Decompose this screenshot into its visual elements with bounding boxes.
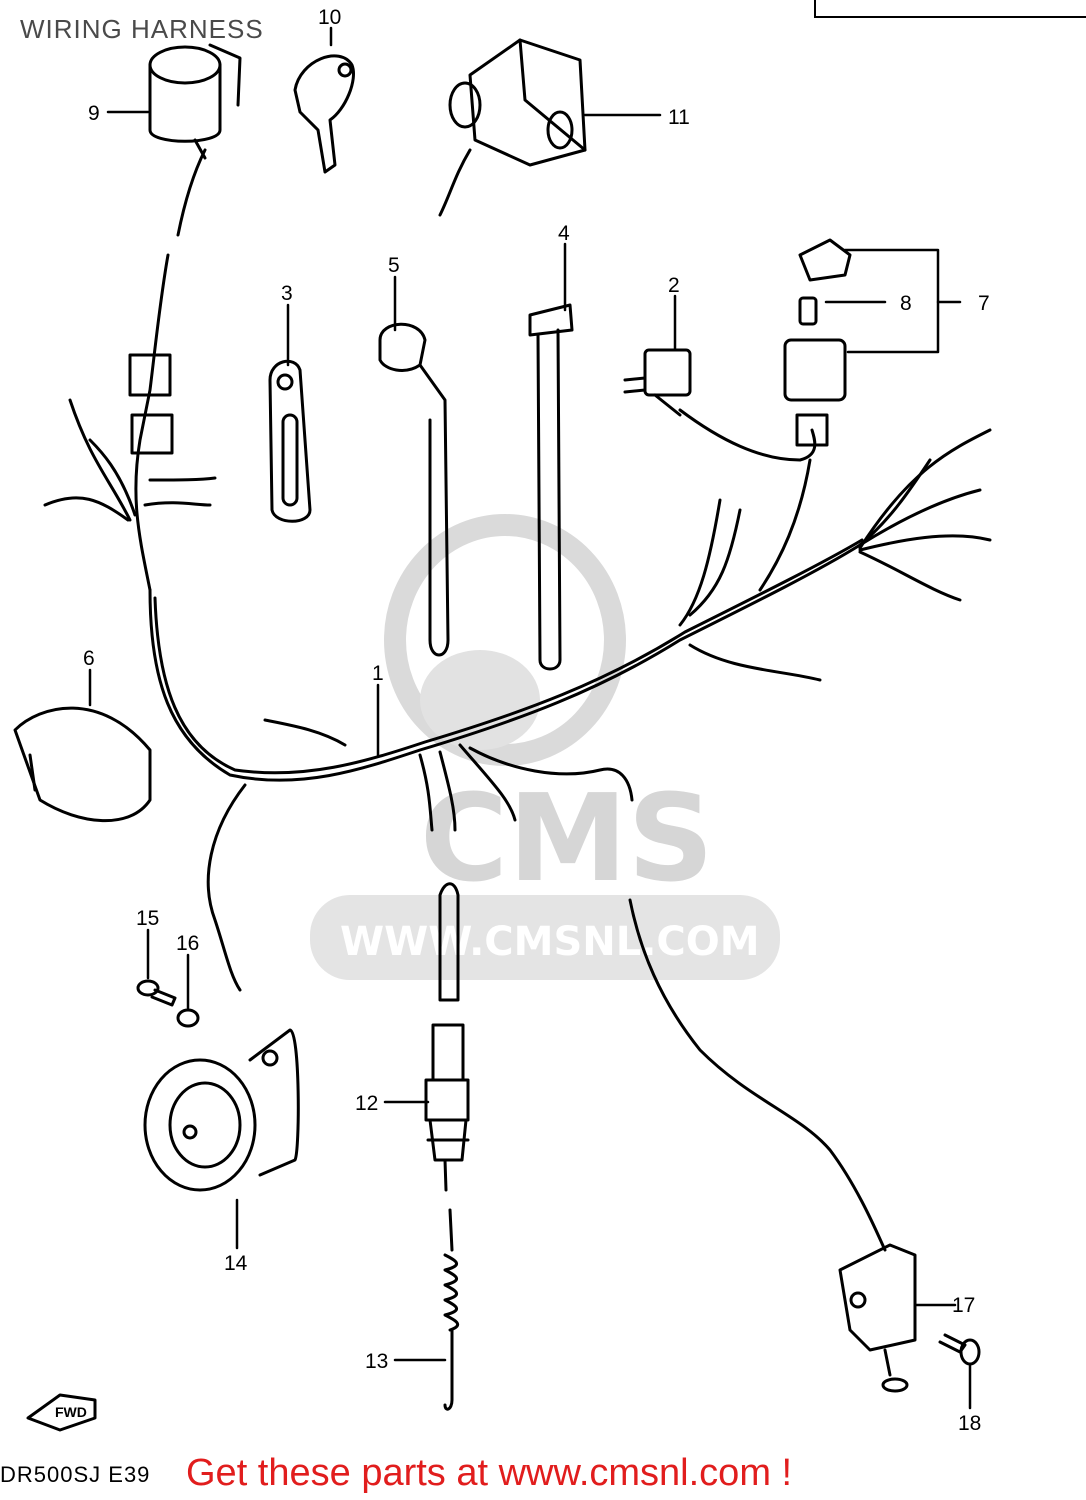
callout-11: 11 — [668, 106, 690, 129]
wiring-harness-main — [43, 148, 992, 992]
model-code: DR500SJ E39 — [0, 1462, 151, 1487]
ignition-key — [293, 54, 355, 174]
callout-9: 9 — [88, 102, 100, 125]
callout-1: 1 — [372, 662, 384, 685]
callout-16: 16 — [176, 932, 199, 955]
protective-tube — [13, 706, 152, 823]
callout-13: 13 — [365, 1350, 388, 1373]
horn-bolt — [136, 979, 177, 1007]
horn — [143, 1028, 300, 1192]
fuse-box — [783, 238, 852, 447]
callout-8: 8 — [900, 292, 912, 315]
callout-14: 14 — [224, 1252, 248, 1275]
horn-washer — [176, 1008, 200, 1028]
ignition-switch — [128, 43, 242, 455]
brake-switch-spring — [443, 1208, 460, 1411]
callout-6: 6 — [83, 647, 95, 670]
harness-band — [528, 303, 574, 671]
switch-screw — [938, 1333, 981, 1366]
callout-15: 15 — [136, 907, 159, 930]
watermark-url: WWW.CMSNL.COM — [340, 919, 760, 965]
fwd-arrow — [26, 1393, 97, 1432]
callout-leaders — [88, 26, 972, 1410]
cms-watermark: CMS WWW.CMSNL.COM — [310, 514, 780, 980]
callout-bracket-7 — [824, 248, 962, 354]
callout-17: 17 — [952, 1294, 975, 1317]
handlebar-switch — [438, 38, 587, 217]
callout-18: 18 — [958, 1412, 981, 1435]
callout-3: 3 — [281, 282, 293, 305]
page-title: WIRING HARNESS — [20, 14, 264, 44]
rear-brake-switch — [628, 898, 917, 1393]
watermark-brand: CMS — [420, 770, 714, 909]
frame-corner — [814, 0, 1086, 18]
callout-10: 10 — [318, 6, 341, 29]
promo-link[interactable]: Get these parts at www.cmsnl.com ! — [186, 1452, 793, 1494]
callout-7: 7 — [978, 292, 990, 315]
callout-labels: 1 2 3 4 5 6 7 8 9 10 11 12 13 14 15 16 1… — [83, 6, 990, 1435]
callout-4: 4 — [558, 222, 570, 245]
callout-5: 5 — [388, 254, 400, 277]
harness-bracket — [268, 359, 312, 523]
cable-clamp — [378, 322, 450, 657]
callout-2: 2 — [668, 274, 680, 297]
fwd-arrow-label: FWD — [55, 1404, 87, 1420]
turn-signal-relay — [623, 348, 692, 417]
brake-light-switch — [424, 882, 470, 1192]
callout-12: 12 — [355, 1092, 378, 1115]
